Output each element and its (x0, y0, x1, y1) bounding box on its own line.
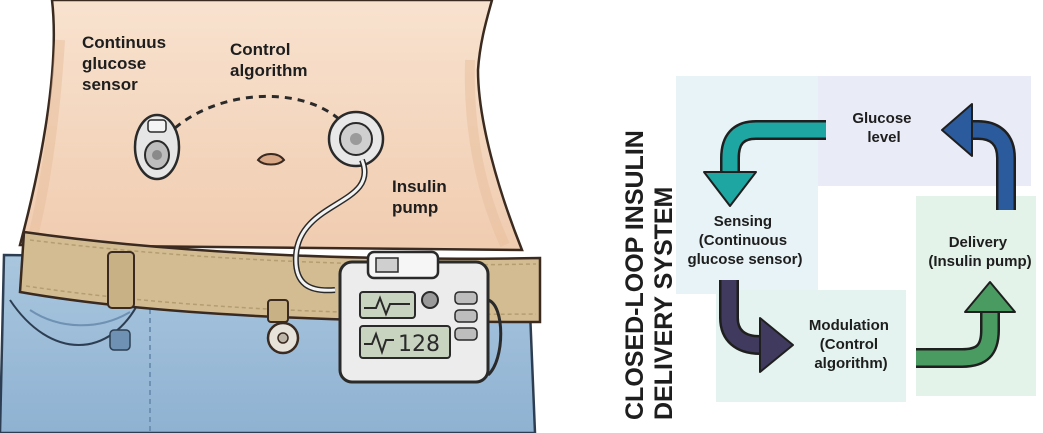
navel (258, 154, 284, 165)
infusion-set (329, 112, 383, 166)
glucose-sensor (135, 115, 179, 179)
diagram-title: CLOSED-LOOP INSULIN DELIVERY SYSTEM (621, 123, 678, 420)
node-modulation-label: Modulation (Control algorithm) (809, 317, 893, 372)
pump-display-reading: 128 (398, 332, 440, 357)
insulin-pump: 128 (340, 252, 501, 382)
patient-illustration: 128 Continuus glucose sensor Control alg… (0, 0, 540, 433)
closed-loop-diagram: CLOSED-LOOP INSULIN DELIVERY SYSTEM (621, 76, 1036, 420)
